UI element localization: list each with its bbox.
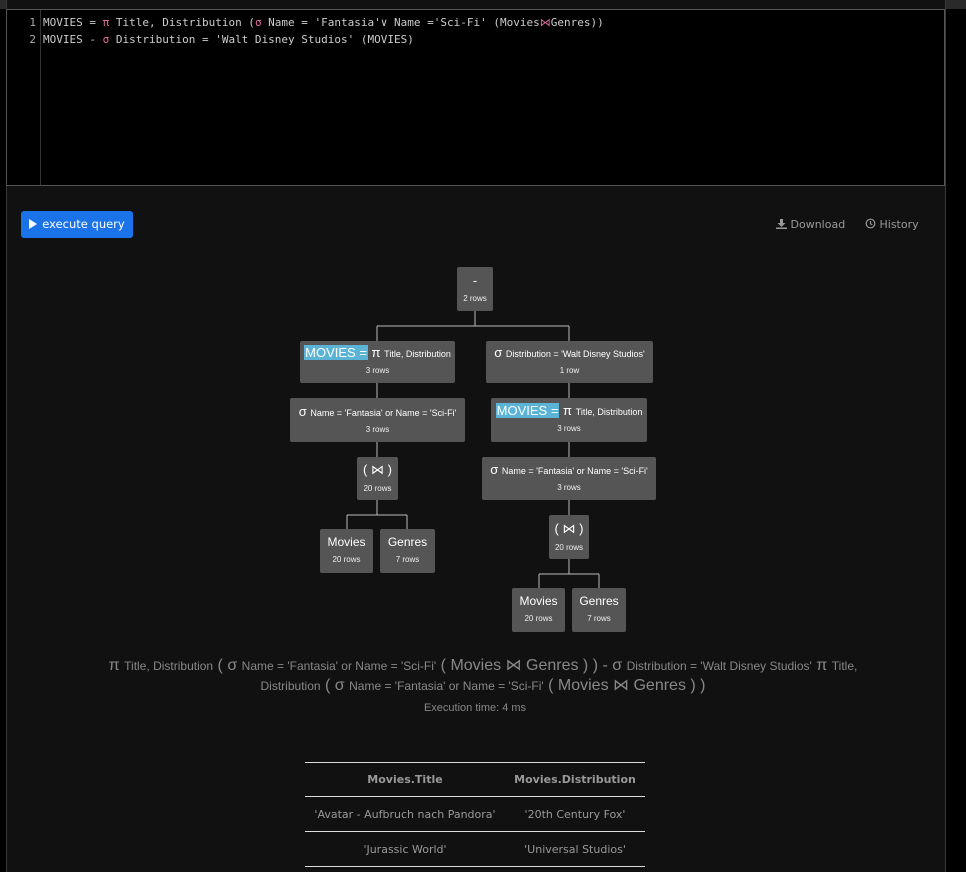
expr-subscript: Distribution xyxy=(260,679,321,693)
expr-text: ( Movies ⋈ Genres ) ) xyxy=(440,657,599,674)
node-rows: 7 rows xyxy=(587,614,611,623)
node-operator: Movies xyxy=(519,594,558,608)
node-operator: - xyxy=(472,273,478,288)
node-operator: Movies xyxy=(327,535,366,549)
tree-node-right-genres[interactable]: Genres 7 rows xyxy=(572,588,626,632)
node-rows: 3 rows xyxy=(365,366,390,375)
node-subscript: Name = 'Fantasia' or Name = 'Sci-Fi' xyxy=(310,408,457,418)
tree-node-left-genres[interactable]: Genres 7 rows xyxy=(380,529,435,573)
expression-line-2: Distribution ( σ Name = 'Fantasia' or Na… xyxy=(30,676,936,696)
code-line-2[interactable]: MOVIES - σ Distribution = 'Walt Disney S… xyxy=(43,33,414,46)
code-text: Genres)) xyxy=(550,16,604,29)
table-cell: '20th Century Fox' xyxy=(505,796,645,832)
download-link[interactable]: Download xyxy=(776,218,845,231)
node-rows: 2 rows xyxy=(463,294,487,303)
execute-query-button[interactable]: execute query xyxy=(21,211,133,238)
code-text: Name = 'Fantasia'∨ Name ='Sci-Fi' (Movie… xyxy=(261,16,540,29)
column-header[interactable]: Movies.Title xyxy=(305,762,505,797)
sigma-operator: σ xyxy=(102,33,110,46)
node-operator: Genres xyxy=(387,535,428,549)
expr-text: ( xyxy=(217,657,223,674)
node-rows: 7 rows xyxy=(395,555,420,564)
tree-node-left-movies[interactable]: Movies 20 rows xyxy=(320,529,373,573)
query-editor[interactable]: 1 2 MOVIES = π Title, Distribution (σ Na… xyxy=(6,9,945,186)
tree-node-left-selection[interactable]: σ Name = 'Fantasia' or Name = 'Sci-Fi' 3… xyxy=(290,398,465,442)
expression-line-1: π Title, Distribution ( σ Name = 'Fantas… xyxy=(30,656,936,676)
node-operator: ( ⋈ ) xyxy=(554,521,584,536)
pi-operator: π xyxy=(102,16,110,29)
pi-operator: π xyxy=(371,345,381,360)
tree-node-right-selection[interactable]: σ Distribution = 'Walt Disney Studios' 1… xyxy=(486,341,653,383)
node-rows: 1 row xyxy=(559,366,580,375)
node-rows: 20 rows xyxy=(554,543,583,552)
pi-operator: π xyxy=(816,657,828,674)
sigma-operator: σ xyxy=(298,404,307,419)
node-rows: 3 rows xyxy=(557,483,581,492)
node-rows: 3 rows xyxy=(557,424,581,433)
tree-node-right-selection-inner[interactable]: σ Name = 'Fantasia' or Name = 'Sci-Fi' 3… xyxy=(482,457,656,500)
download-label: Download xyxy=(790,218,846,231)
execution-time: Execution time: 4 ms xyxy=(423,702,527,714)
node-subscript: Name = 'Fantasia' or Name = 'Sci-Fi' xyxy=(501,466,648,476)
expr-text: ( xyxy=(325,677,331,694)
join-operator: ⋈ xyxy=(539,16,551,29)
tree-node-difference[interactable]: - 2 rows xyxy=(457,267,493,311)
code-text: Distribution = 'Walt Disney Studios' (MO… xyxy=(109,33,414,46)
expr-subscript: Name = 'Fantasia' or Name = 'Sci-Fi' xyxy=(349,679,544,693)
table-header-row: Movies.Title Movies.Distribution xyxy=(305,762,645,797)
line-number: 2 xyxy=(29,33,36,46)
sigma-operator: σ xyxy=(494,345,503,360)
table-cell: 'Avatar - Aufbruch nach Pandora' xyxy=(305,796,505,832)
table-row: 'Jurassic World' 'Universal Studios' xyxy=(305,831,645,867)
pi-operator: π xyxy=(108,657,120,674)
history-icon xyxy=(865,218,876,229)
history-link[interactable]: History xyxy=(865,218,919,231)
column-header[interactable]: Movies.Distribution xyxy=(505,762,645,797)
execute-label: execute query xyxy=(42,217,125,231)
node-operator: ( ⋈ ) xyxy=(363,462,392,477)
node-operator: Genres xyxy=(579,594,619,608)
code-line-1[interactable]: MOVIES = π Title, Distribution (σ Name =… xyxy=(43,16,604,29)
assignment-highlight: MOVIES = xyxy=(304,345,368,360)
node-subscript: Title, Distribution xyxy=(575,407,643,417)
tree-node-right-join[interactable]: ( ⋈ ) 20 rows xyxy=(549,515,589,559)
sigma-operator: σ xyxy=(490,462,499,477)
code-text: MOVIES = xyxy=(43,16,103,29)
sigma-operator: σ xyxy=(334,677,345,694)
pi-operator: π xyxy=(563,403,573,418)
table-cell: 'Jurassic World' xyxy=(305,831,505,867)
node-rows: 20 rows xyxy=(524,614,553,623)
history-label: History xyxy=(879,218,919,231)
play-icon xyxy=(29,219,38,229)
line-gutter: 1 2 xyxy=(7,10,41,185)
expr-text: - σ xyxy=(602,657,623,674)
tree-node-right-projection[interactable]: MOVIES = π Title, Distribution 3 rows xyxy=(491,398,647,442)
expr-text: ( Movies ⋈ Genres ) ) xyxy=(548,677,706,694)
expr-subscript: Title, xyxy=(831,659,858,673)
sigma-operator: σ xyxy=(254,16,262,29)
node-rows: 20 rows xyxy=(332,555,361,564)
node-rows: 3 rows xyxy=(365,425,390,434)
node-subscript: Distribution = 'Walt Disney Studios' xyxy=(505,349,645,359)
code-text: MOVIES - xyxy=(43,33,103,46)
sigma-operator: σ xyxy=(227,657,238,674)
expr-subscript: Distribution = 'Walt Disney Studios' xyxy=(626,659,812,673)
table-cell: 'Universal Studios' xyxy=(505,831,645,867)
expr-subscript: Title, Distribution xyxy=(124,659,214,673)
tree-node-left-projection[interactable]: MOVIES = π Title, Distribution 3 rows xyxy=(300,341,455,383)
code-text: Title, Distribution ( xyxy=(109,16,255,29)
result-table: Movies.Title Movies.Distribution 'Avatar… xyxy=(305,762,645,867)
assignment-highlight: MOVIES = xyxy=(495,403,560,418)
expr-subscript: Name = 'Fantasia' or Name = 'Sci-Fi' xyxy=(241,659,437,673)
tree-node-left-join[interactable]: ( ⋈ ) 20 rows xyxy=(357,457,398,500)
line-number: 1 xyxy=(29,16,36,29)
node-rows: 20 rows xyxy=(363,484,392,493)
table-row: 'Avatar - Aufbruch nach Pandora' '20th C… xyxy=(305,796,645,832)
download-icon xyxy=(776,219,787,229)
tree-node-right-movies[interactable]: Movies 20 rows xyxy=(512,588,565,632)
node-subscript: Title, Distribution xyxy=(384,349,451,359)
